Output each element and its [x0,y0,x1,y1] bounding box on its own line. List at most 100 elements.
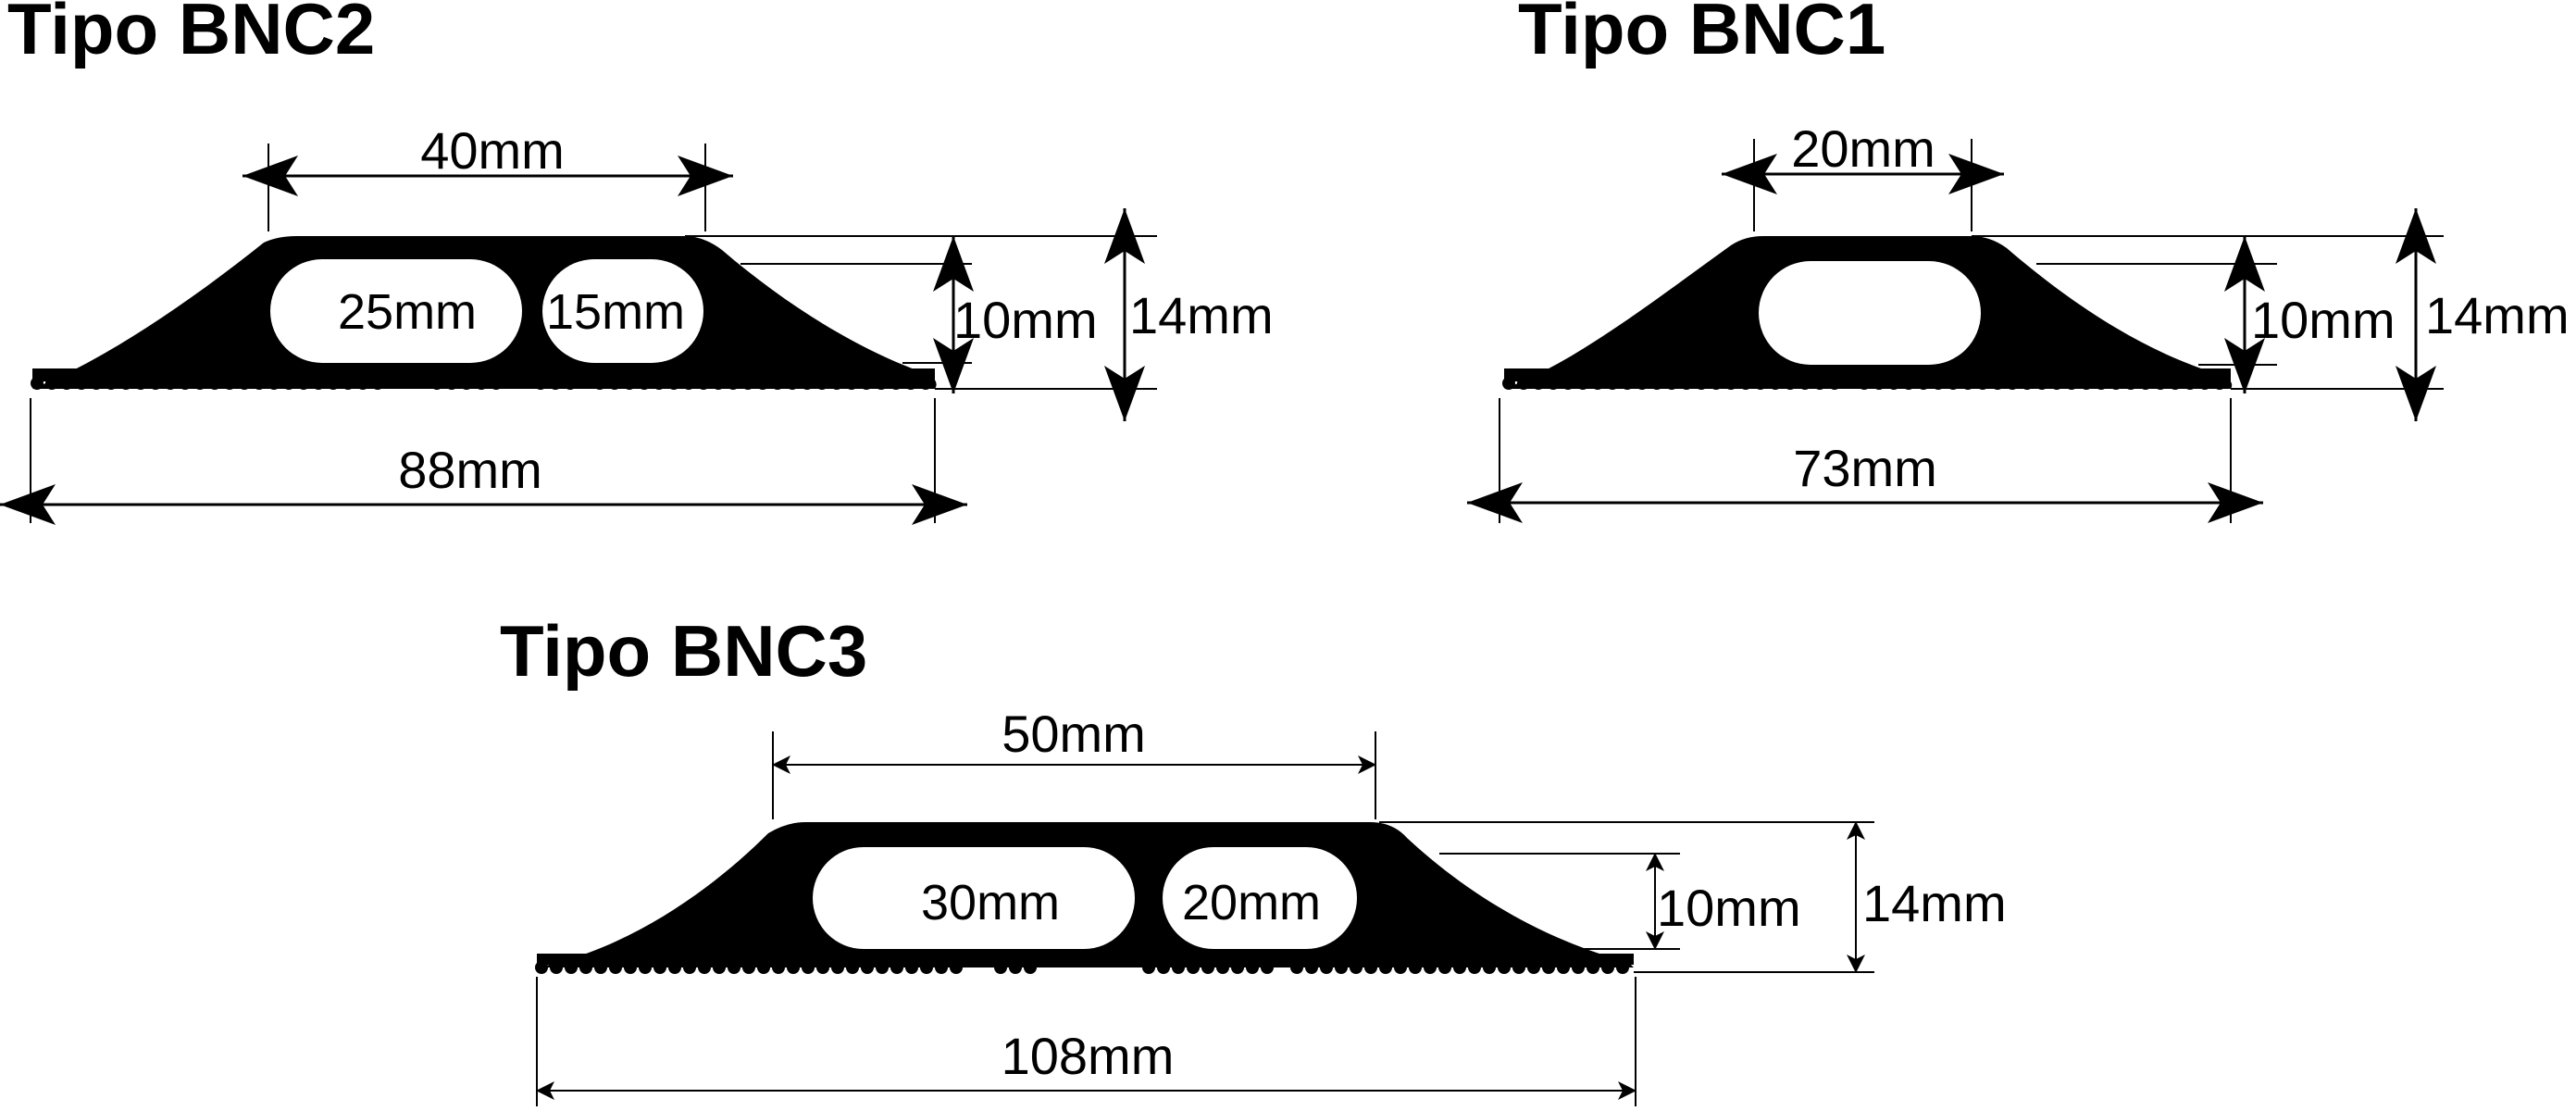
base-rib [1305,961,1318,974]
base-rib [1009,961,1022,974]
base-rib [460,377,473,390]
profile-bnc1: Tipo BNC1 20mm 10mm 14mm 73mm [1467,0,2570,523]
base-rib [1680,377,1693,390]
base-rib [2006,377,2019,390]
base-rib [1754,377,1767,390]
base-rib [741,377,754,390]
bnc2-channel-a-label: 25mm [338,284,477,340]
base-rib [1498,961,1511,974]
base-rib [697,377,710,390]
base-rib [801,377,814,390]
bnc3-channel-a [813,847,1135,949]
base-rib [356,377,369,390]
base-rib [1902,377,1915,390]
base-rib [1424,961,1437,974]
base-rib [757,961,770,974]
profile-bnc1-title: Tipo BNC1 [1518,0,1885,69]
bnc3-inner-height-label: 10mm [1657,879,1801,937]
base-rib [490,377,503,390]
base-rib [475,377,488,390]
base-rib [831,961,844,974]
base-rib [861,961,874,974]
base-rib [1512,961,1525,974]
base-rib [712,377,725,390]
base-rib [1024,961,1037,974]
base-rib [1527,961,1540,974]
base-rib [890,961,903,974]
base-rib [45,377,58,390]
base-rib [904,377,917,390]
base-rib [994,961,1007,974]
profile-bnc2-title: Tipo BNC2 [7,0,375,69]
base-rib [815,377,828,390]
bnc3-channel-a-label: 30mm [921,875,1060,930]
base-rib [2139,377,2152,390]
base-rib [1887,377,1900,390]
base-rib [282,377,295,390]
base-rib [1739,377,1752,390]
bnc2-channel-b [542,259,703,363]
bnc1-total-height-label: 14mm [2425,286,2570,344]
base-rib [713,961,726,974]
base-rib [193,377,206,390]
base-rib [105,377,118,390]
base-rib [772,961,785,974]
base-rib [624,961,637,974]
bnc3-top-width-label: 50mm [1002,705,1146,763]
base-rib [1379,961,1392,974]
base-rib [816,961,829,974]
base-rib [1917,377,1930,390]
base-rib [371,377,384,390]
bnc2-inner-height-label: 10mm [953,291,1098,349]
base-rib [60,377,73,390]
base-rib [2184,377,2196,390]
base-rib [786,377,799,390]
base-rib [593,377,606,390]
base-rib [430,377,443,390]
base-rib [1636,377,1649,390]
base-rib [2050,377,2063,390]
base-rib [1616,961,1629,974]
base-rib [2198,377,2211,390]
base-rib [1576,377,1589,390]
base-rib [535,961,548,974]
base-rib [1547,377,1560,390]
base-rib [342,377,355,390]
base-rib [1991,377,2004,390]
base-rib [609,961,622,974]
base-rib [1157,961,1170,974]
base-rib [253,377,266,390]
base-rib [2154,377,2167,390]
base-rib [564,377,577,390]
base-rib [1798,377,1811,390]
base-rib [608,377,621,390]
base-rib [845,377,858,390]
bnc2-total-height-label: 14mm [1129,286,1274,344]
base-rib [698,961,711,974]
base-rib [1320,961,1333,974]
base-rib [179,377,192,390]
base-rib [2080,377,2093,390]
bnc1-inner-height-label: 10mm [2251,291,2396,349]
base-rib [2095,377,2108,390]
base-rib [1961,377,1974,390]
base-rib [1873,377,1885,390]
base-rib [890,377,902,390]
bnc2-top-width-label: 40mm [420,121,565,180]
base-rib [1665,377,1678,390]
base-rib [771,377,784,390]
base-rib [653,961,666,974]
base-rib [119,377,132,390]
base-rib [667,377,680,390]
base-rib [638,377,651,390]
base-rib [1216,961,1229,974]
base-rib [802,961,815,974]
base-rib [1562,377,1574,390]
base-rib [950,961,963,974]
base-rib [1769,377,1782,390]
base-rib [2169,377,2182,390]
base-rib [1261,961,1274,974]
base-rib [1591,377,1604,390]
bnc3-channel-b [1163,847,1357,949]
base-rib [1557,961,1570,974]
